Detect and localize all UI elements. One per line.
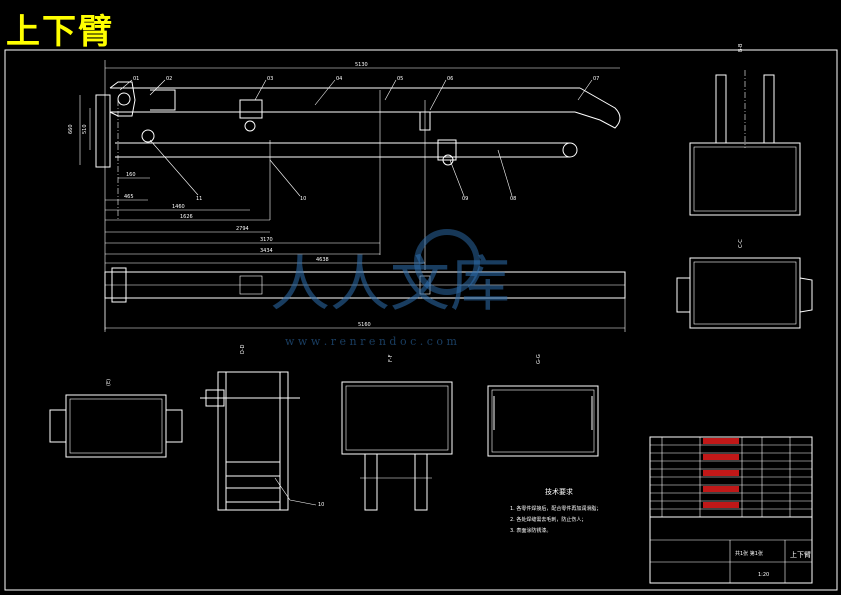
title-block-drawing-name: 上下臂 (790, 550, 811, 559)
dim-h2: 510 (82, 124, 88, 134)
dim-overall-bottom: 5160 (358, 322, 371, 328)
section-b-b-label: B-B (738, 43, 744, 52)
part-label-03: 03 (267, 76, 273, 82)
section-view-b-b: B-B (689, 43, 801, 216)
section-d-d-label: D-D (240, 344, 246, 354)
tech-requirement-item: 3. 表面涂防锈漆。 (510, 527, 551, 534)
title-block: 上下臂 1:20 共1张 第1张 (649, 516, 813, 584)
dim-d2: 465 (124, 194, 134, 200)
tech-requirements: 技术要求 1. 各零件焊接后，配合零件再加润滑脂； 2. 各处焊缝需去毛刺，防止… (510, 487, 601, 534)
dim-d5: 2794 (236, 226, 249, 232)
watermark-text: 人人文库 (270, 250, 510, 320)
dim-d8: 4638 (316, 257, 329, 263)
section-e-label: (E) (106, 379, 112, 386)
watermark-url: w w w . r e n r e n d o c . c o m (285, 335, 457, 348)
watermark: 人人文库 w w w . r e n r e n d o c . c o m (270, 229, 510, 348)
part-label-08: 08 (510, 196, 516, 202)
part-label-09: 09 (462, 196, 468, 202)
part-label-06: 06 (447, 76, 453, 82)
dim-d7: 3434 (260, 248, 273, 254)
page-title: 上下臂 (6, 12, 114, 52)
tech-requirements-heading: 技术要求 (545, 487, 573, 496)
title-block-sheet: 共1张 第1张 (735, 550, 763, 557)
dim-h1: 660 (68, 124, 74, 134)
part-label-02: 02 (166, 76, 172, 82)
main-elevation-view: 5130 660 510 160 46 (68, 60, 621, 330)
section-view-g-g: G-G (487, 354, 599, 457)
dim-d6: 3170 (260, 237, 273, 243)
section-view-c-c: C-C (676, 239, 813, 329)
part-label-11: 11 (196, 196, 202, 202)
part-label-04: 04 (336, 76, 342, 82)
dim-overall-top: 5130 (355, 62, 368, 68)
dim-d1: 160 (126, 172, 136, 178)
section-g-g-label: G-G (536, 354, 542, 364)
dim-d3: 1460 (172, 204, 185, 210)
part-label-01: 01 (133, 76, 139, 82)
section-view-f-f: F-F (341, 354, 453, 511)
tech-requirement-item: 2. 各处焊缝需去毛刺，防止伤人； (510, 516, 586, 523)
dim-d4: 1626 (180, 214, 193, 220)
title-block-scale: 1:20 (758, 572, 769, 578)
drawing-border (4, 49, 838, 591)
parts-list (649, 436, 813, 518)
section-view-d-d: D-D 10 (200, 344, 324, 511)
section-f-f-label: F-F (388, 354, 394, 362)
part-label-07: 07 (593, 76, 599, 82)
part-label-05: 05 (397, 76, 403, 82)
section-c-c-label: C-C (738, 239, 744, 248)
tech-requirement-item: 1. 各零件焊接后，配合零件再加润滑脂； (510, 505, 601, 512)
part-label-10: 10 (300, 196, 306, 202)
section-view-e: (E) (49, 379, 183, 458)
svg-text:10: 10 (318, 502, 324, 508)
